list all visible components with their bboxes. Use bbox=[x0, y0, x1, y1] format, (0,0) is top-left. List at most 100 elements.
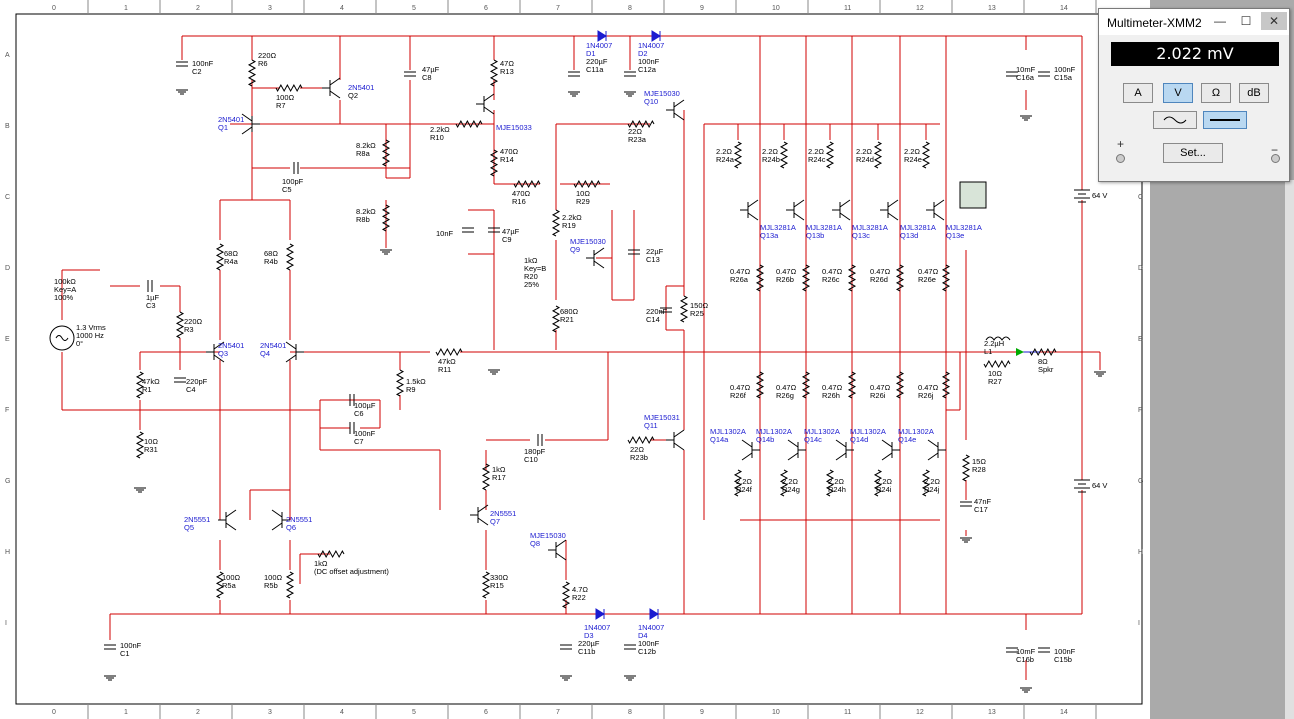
resistor-symbol[interactable] bbox=[561, 581, 571, 609]
transistor-symbol[interactable] bbox=[881, 439, 900, 461]
resistor-symbol[interactable] bbox=[895, 264, 905, 292]
resistor-symbol[interactable] bbox=[317, 549, 345, 559]
resistor-symbol[interactable] bbox=[627, 119, 655, 129]
transistor-symbol[interactable] bbox=[548, 539, 567, 561]
transistor-symbol[interactable] bbox=[835, 439, 854, 461]
components[interactable] bbox=[49, 30, 1106, 693]
resistor-symbol[interactable] bbox=[983, 359, 1011, 369]
resistor-symbol[interactable] bbox=[381, 204, 391, 232]
maximize-button[interactable]: ☐ bbox=[1240, 14, 1252, 28]
column-marker: 9 bbox=[700, 709, 704, 716]
resistor-symbol[interactable] bbox=[779, 469, 789, 497]
set-button[interactable]: Set... bbox=[1163, 143, 1223, 163]
resistor-symbol[interactable] bbox=[275, 83, 303, 93]
ammeter-mode-button[interactable]: A bbox=[1123, 83, 1153, 103]
ac-source-symbol[interactable] bbox=[49, 325, 75, 351]
diode-symbol[interactable] bbox=[595, 608, 605, 620]
transistor-symbol[interactable] bbox=[476, 93, 495, 115]
resistor-symbol[interactable] bbox=[135, 431, 145, 459]
battery-symbol[interactable] bbox=[1074, 479, 1090, 493]
resistor-symbol[interactable] bbox=[895, 371, 905, 399]
resistor-symbol[interactable] bbox=[825, 469, 835, 497]
multimeter-titlebar[interactable]: Multimeter-XMM2 — ☐ ✕ bbox=[1099, 9, 1289, 35]
resistor-symbol[interactable] bbox=[381, 139, 391, 167]
resistor-symbol[interactable] bbox=[285, 243, 295, 271]
plus-terminal[interactable] bbox=[1116, 154, 1125, 163]
minimize-button[interactable]: — bbox=[1214, 14, 1226, 28]
resistor-symbol[interactable] bbox=[961, 454, 971, 482]
resistor-symbol[interactable] bbox=[175, 311, 185, 339]
resistor-symbol[interactable] bbox=[801, 264, 811, 292]
transistor-symbol[interactable] bbox=[880, 199, 899, 221]
minus-terminal[interactable] bbox=[1271, 154, 1280, 163]
resistor-symbol[interactable] bbox=[285, 571, 295, 599]
voltmeter-mode-button[interactable]: V bbox=[1163, 83, 1193, 103]
transistor-symbol[interactable] bbox=[740, 199, 759, 221]
resistor-symbol[interactable] bbox=[873, 141, 883, 169]
resistor-symbol[interactable] bbox=[627, 435, 655, 445]
resistor-symbol[interactable] bbox=[1029, 347, 1057, 357]
transistor-symbol[interactable] bbox=[586, 247, 605, 269]
resistor-symbol[interactable] bbox=[847, 371, 857, 399]
transistor-symbol[interactable] bbox=[218, 509, 237, 531]
transistor-symbol[interactable] bbox=[666, 429, 685, 451]
transistor-symbol[interactable] bbox=[786, 199, 805, 221]
transistor-symbol[interactable] bbox=[741, 439, 760, 461]
resistor-symbol[interactable] bbox=[733, 469, 743, 497]
transistor-symbol[interactable] bbox=[241, 113, 260, 135]
resistor-symbol[interactable] bbox=[215, 571, 225, 599]
battery-symbol[interactable] bbox=[1074, 189, 1090, 203]
resistor-symbol[interactable] bbox=[755, 371, 765, 399]
component-label: 0.47Ω bbox=[918, 383, 939, 392]
diode-symbol[interactable] bbox=[597, 30, 607, 42]
resistor-symbol[interactable] bbox=[941, 371, 951, 399]
decibel-mode-button[interactable]: dB bbox=[1239, 83, 1269, 103]
dc-coupling-button[interactable] bbox=[1203, 111, 1247, 129]
transistor-symbol[interactable] bbox=[206, 341, 225, 363]
transistor-symbol[interactable] bbox=[787, 439, 806, 461]
resistor-symbol[interactable] bbox=[755, 264, 765, 292]
resistor-symbol[interactable] bbox=[551, 209, 561, 237]
transistor-symbol[interactable] bbox=[271, 509, 290, 531]
resistor-symbol[interactable] bbox=[847, 264, 857, 292]
resistor-symbol[interactable] bbox=[489, 149, 499, 177]
resistor-symbol[interactable] bbox=[921, 469, 931, 497]
resistor-symbol[interactable] bbox=[551, 305, 561, 333]
close-button[interactable]: ✕ bbox=[1261, 12, 1287, 30]
transistor-symbol[interactable] bbox=[470, 504, 489, 526]
resistor-symbol[interactable] bbox=[489, 59, 499, 87]
resistor-symbol[interactable] bbox=[247, 59, 257, 87]
resistor-symbol[interactable] bbox=[395, 369, 405, 397]
resistor-symbol[interactable] bbox=[679, 295, 689, 323]
resistor-symbol[interactable] bbox=[873, 469, 883, 497]
vertical-scrollbar[interactable] bbox=[1285, 180, 1294, 719]
transistor-symbol[interactable] bbox=[666, 99, 685, 121]
resistor-symbol[interactable] bbox=[921, 141, 931, 169]
inductor-symbol[interactable] bbox=[985, 336, 1011, 341]
diode-symbol[interactable] bbox=[649, 608, 659, 620]
multimeter-window[interactable]: Multimeter-XMM2 — ☐ ✕ 2.022 mV A V Ω dB … bbox=[1098, 8, 1290, 182]
resistor-symbol[interactable] bbox=[481, 463, 491, 491]
ac-coupling-button[interactable] bbox=[1153, 111, 1197, 129]
resistor-symbol[interactable] bbox=[573, 179, 601, 189]
resistor-symbol[interactable] bbox=[435, 347, 463, 357]
resistor-symbol[interactable] bbox=[481, 571, 491, 599]
resistor-symbol[interactable] bbox=[779, 141, 789, 169]
multimeter-probe-icon[interactable] bbox=[959, 181, 987, 209]
transistor-symbol[interactable] bbox=[285, 341, 304, 363]
transistor-symbol[interactable] bbox=[926, 199, 945, 221]
resistor-symbol[interactable] bbox=[801, 371, 811, 399]
resistor-symbol[interactable] bbox=[455, 119, 483, 129]
transistor-symbol[interactable] bbox=[927, 439, 946, 461]
resistor-symbol[interactable] bbox=[733, 141, 743, 169]
resistor-symbol[interactable] bbox=[513, 179, 541, 189]
resistor-symbol[interactable] bbox=[941, 264, 951, 292]
transistor-symbol[interactable] bbox=[832, 199, 851, 221]
transistor-symbol[interactable] bbox=[322, 77, 341, 99]
resistor-symbol[interactable] bbox=[215, 243, 225, 271]
diode-symbol[interactable] bbox=[651, 30, 661, 42]
resistor-symbol[interactable] bbox=[825, 141, 835, 169]
resistor-symbol[interactable] bbox=[135, 371, 145, 399]
ohmmeter-mode-button[interactable]: Ω bbox=[1201, 83, 1231, 103]
